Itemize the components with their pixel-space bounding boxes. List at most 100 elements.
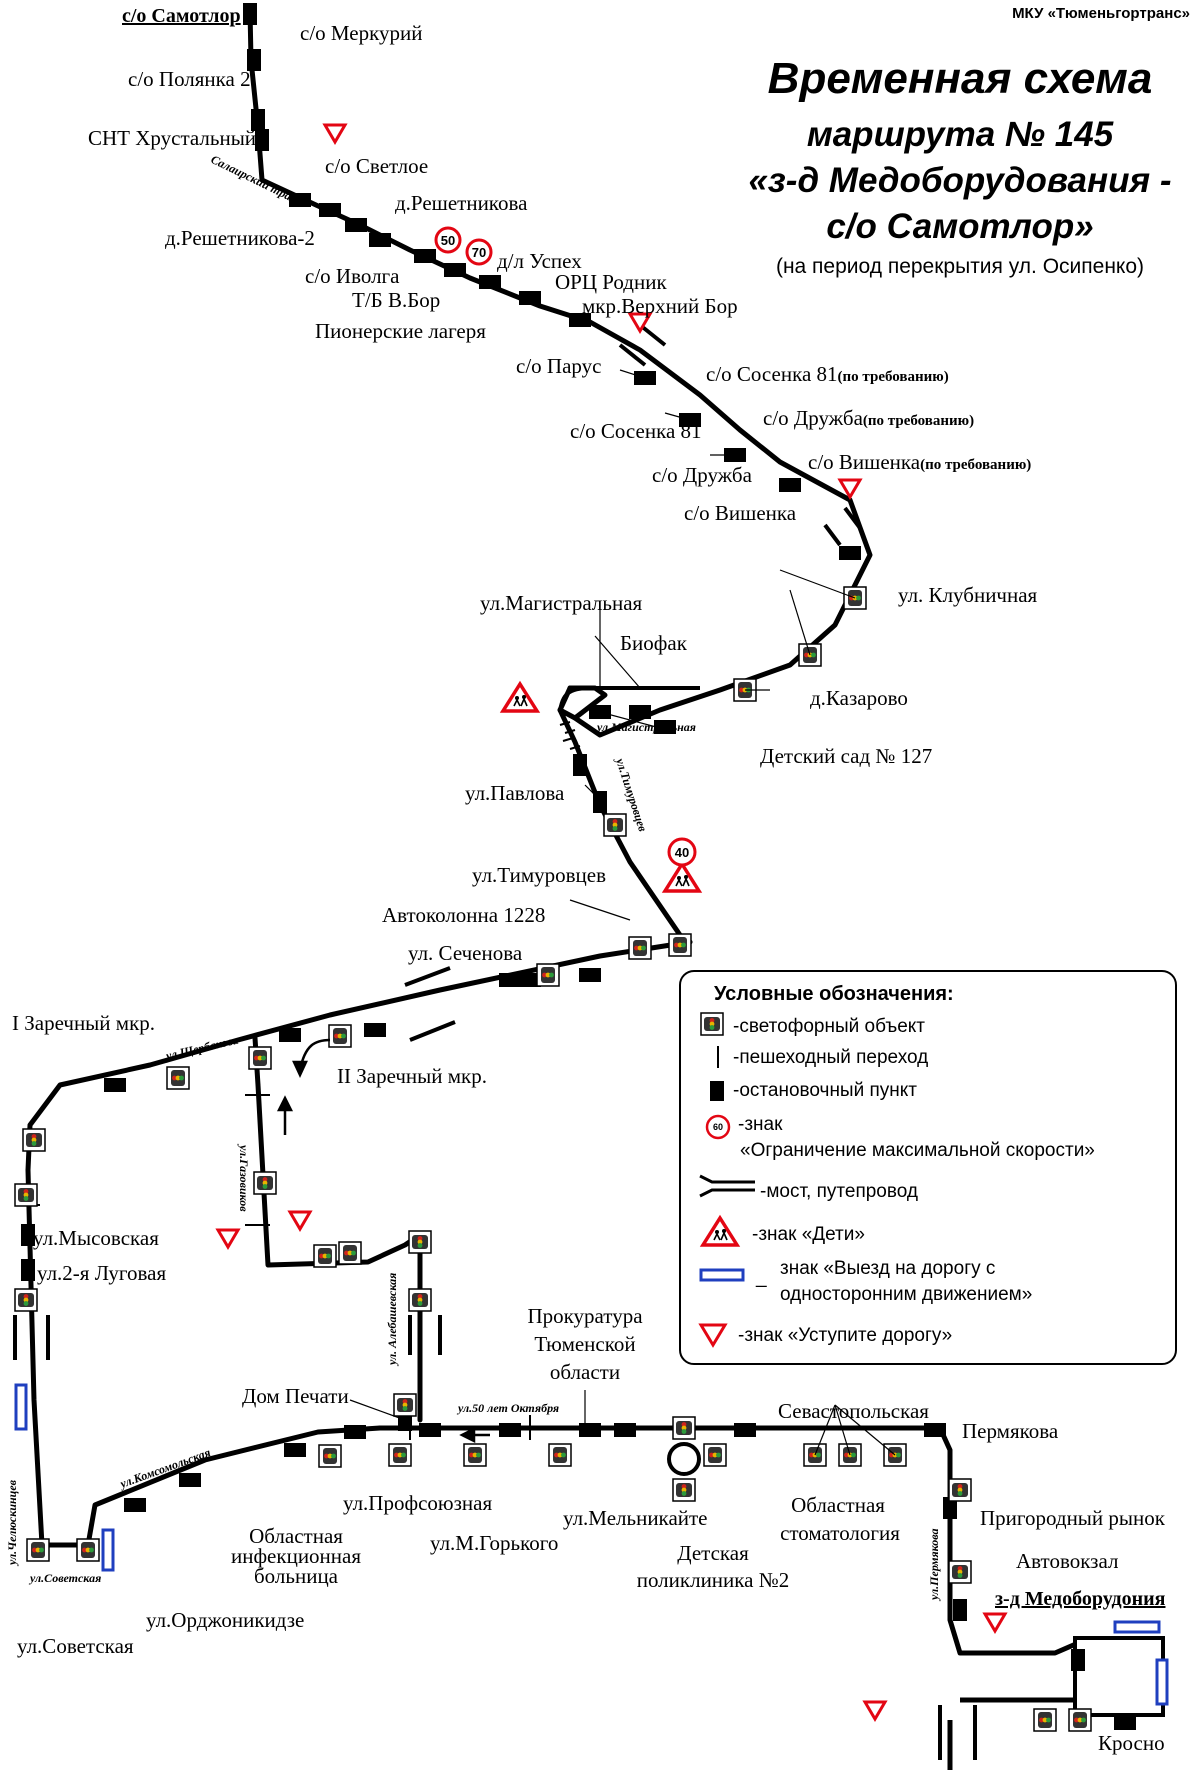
legend-oneway-2: односторонним движением» — [780, 1284, 1032, 1305]
stop-label: Автоколонна 1228 — [382, 903, 545, 927]
stop-label: с/о Вишенка — [684, 501, 797, 525]
stop-label: ул.Профсоюзная — [343, 1491, 492, 1515]
title-line-3: «з-д Медоборудования - — [748, 161, 1171, 200]
stop-label: Детская — [677, 1541, 749, 1565]
stop-label: СНТ Хрустальный — [88, 126, 256, 150]
magistralnaya-road — [558, 686, 700, 713]
stop-label: I Заречный мкр. — [12, 1011, 155, 1035]
street-label: ул.Магистральная — [595, 720, 696, 734]
legend-oneway-1: знак «Выезд на дорогу с — [780, 1258, 995, 1279]
stop-label: Севастопольская — [778, 1399, 929, 1423]
stop-label: ул.Мельникайте — [563, 1506, 708, 1530]
stop-label: больница — [254, 1564, 339, 1588]
legend-box — [679, 970, 1177, 1365]
stop-label: Кросно — [1098, 1731, 1165, 1755]
street-label: ул. Алебашевская — [385, 1273, 399, 1367]
street-label: ул.Челюскинцев — [5, 1479, 19, 1567]
svg-text:40: 40 — [675, 845, 689, 860]
speed-sign-40: 40 — [667, 837, 697, 867]
speed-sign-70: 70 — [465, 238, 493, 266]
legend-traffic-light: -светофорный объект — [733, 1016, 925, 1037]
legend-bridge: -мост, путепровод — [760, 1181, 918, 1202]
legend: Условные обозначения: -светофорный объек… — [679, 970, 1177, 1365]
stop-label: с/о Меркурий — [300, 21, 423, 45]
terminal-north: с/о Самотлор — [122, 5, 241, 27]
stop-label: ул.2-я Луговая — [37, 1261, 166, 1285]
title-line-2: маршрута № 145 — [807, 115, 1114, 154]
stop-label: Детский сад № 127 — [760, 744, 932, 768]
stop-label: Т/Б В.Бор — [352, 288, 440, 312]
stop-label: ул.Магистральная — [480, 591, 643, 615]
legend-speed-desc: «Ограничение максимальной скорости» — [740, 1140, 1095, 1161]
legend-oneway-dash: _ — [755, 1267, 767, 1288]
yield-signs — [216, 123, 1007, 1721]
svg-text:60: 60 — [713, 1122, 723, 1132]
roundabout — [667, 1442, 701, 1476]
stop-label: Прокуратура — [527, 1304, 643, 1328]
svg-text:50: 50 — [441, 233, 455, 248]
stop-label: с/о Парус — [516, 354, 601, 378]
oneway-signs — [14, 1383, 1169, 1706]
stop-label: д.Решетникова — [395, 191, 528, 215]
stop-label: ул. Клубничная — [898, 583, 1038, 607]
stop-label: ул.М.Горького — [430, 1531, 558, 1555]
legend-crosswalk: -пешеходный переход — [733, 1047, 928, 1068]
legend-yield: -знак «Уступите дорогу» — [738, 1325, 952, 1346]
stop-label: Областная — [249, 1524, 343, 1548]
street-label: ул.Пермякова — [927, 1528, 941, 1602]
stop-label: ул.Мысовская — [33, 1226, 159, 1250]
street-label: ул.Советская — [28, 1571, 101, 1585]
stop-label: ОРЦ Родник — [555, 270, 667, 294]
organization-name: МКУ «Тюменьгортранс» — [1012, 5, 1190, 22]
stop-label: ул.Советская — [17, 1634, 134, 1658]
stop-label-request: с/о Сосенка 81(по требованию) — [706, 362, 949, 386]
street-label: ул.Газовиков — [237, 1143, 251, 1212]
subtitle: (на период перекрытия ул. Осипенко) — [776, 255, 1144, 278]
stop-label: Биофак — [620, 631, 688, 655]
svg-text:70: 70 — [472, 245, 486, 260]
direction-arrows — [276, 1038, 490, 1444]
title-line-4: с/о Самотлор» — [826, 207, 1093, 246]
stop-label: Пермякова — [962, 1419, 1059, 1443]
stop-label: Автовокзал — [1016, 1549, 1118, 1573]
stop-label: ул.Орджоникидзе — [146, 1608, 304, 1632]
legend-stop: -остановочный пункт — [733, 1080, 917, 1101]
stop-label: с/о Полянка 2 — [128, 67, 251, 91]
stop-label-request: с/о Вишенка(по требованию) — [808, 450, 1031, 474]
stop-label: Дом Печати — [242, 1384, 349, 1408]
krosno-building — [1073, 1636, 1165, 1717]
bridges — [13, 323, 977, 1760]
stop-label: II Заречный мкр. — [337, 1064, 487, 1088]
stop-label: д.Казарово — [810, 686, 908, 710]
stop-label: Пригородный рынок — [980, 1506, 1166, 1530]
legend-title: Условные обозначения: — [714, 983, 954, 1005]
stop-label-request: с/о Дружба(по требованию) — [763, 406, 974, 430]
stop-label: с/о Сосенка 81 — [570, 419, 702, 443]
stop-label: области — [550, 1360, 620, 1384]
stop-label: с/о Дружба — [652, 463, 753, 487]
stop-label: д/л Успех — [497, 249, 582, 273]
street-label: ул.50 лет Октября — [456, 1401, 559, 1415]
street-label: ул.Щербакова — [163, 1033, 240, 1064]
stop-label: поликлиника №2 — [637, 1568, 790, 1592]
legend-children: -знак «Дети» — [752, 1224, 865, 1245]
stop-label: д.Решетникова-2 — [165, 226, 315, 250]
speed-sign-50: 50 — [434, 226, 462, 254]
terminal-south: з-д Медоборудония — [995, 1588, 1166, 1610]
stop-label: ул.Павлова — [465, 781, 565, 805]
stop-label: инфекционная — [231, 1544, 361, 1568]
stop-label: ул.Тимуровцев — [472, 863, 606, 887]
stop-label: Пионерские лагеря — [315, 319, 486, 343]
stop-label: Областная — [791, 1493, 885, 1517]
stop-label: ул. Сеченова — [408, 941, 523, 965]
stop-label: с/о Светлое — [325, 154, 428, 178]
stop-labels: с/о Меркурий с/о Полянка 2 СНТ Хрустальн… — [12, 21, 1166, 1755]
leader-lines — [349, 369, 896, 1456]
stop-label: Тюменской — [534, 1332, 635, 1356]
stop-label: мкр.Верхний Бор — [582, 294, 738, 318]
stop-label: с/о Иволга — [305, 264, 400, 288]
stop-label: стоматология — [780, 1521, 900, 1545]
title-line-1: Временная схема — [768, 54, 1153, 103]
legend-speed-sign: -знак — [738, 1114, 783, 1135]
